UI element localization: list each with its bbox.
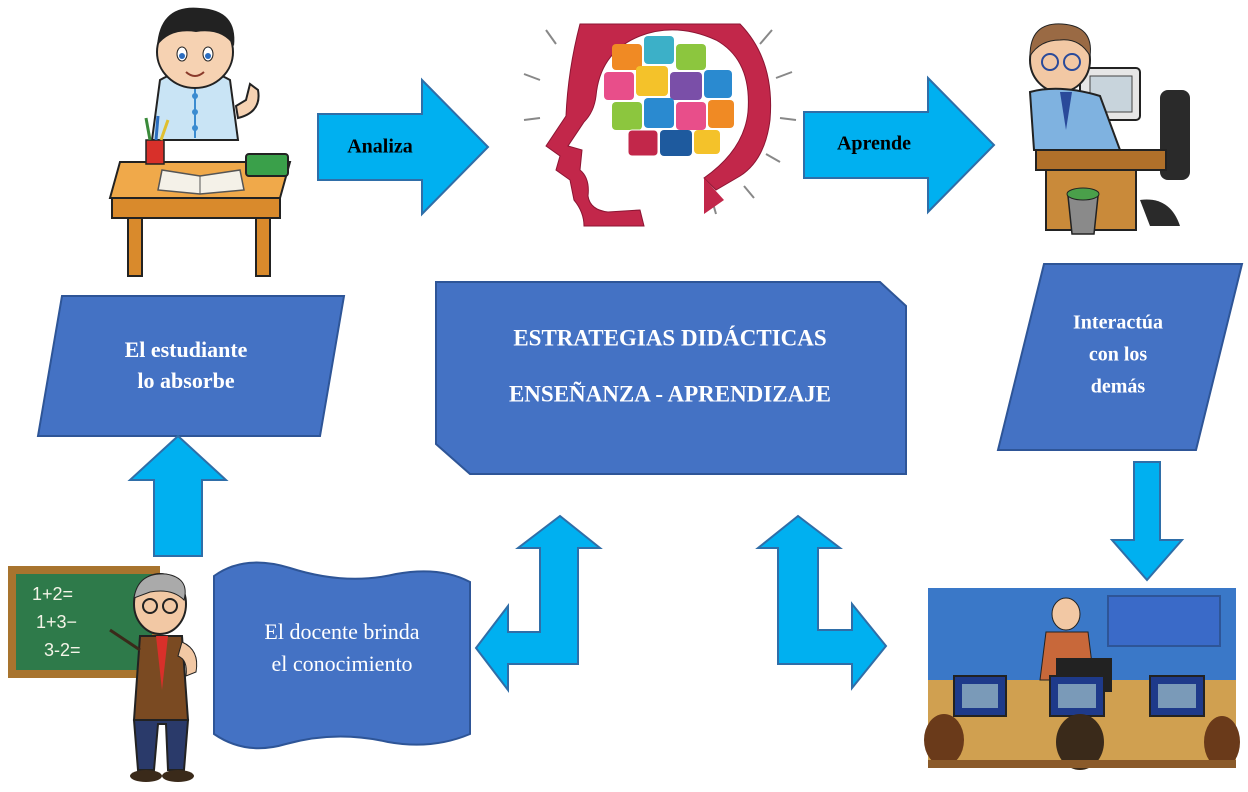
estudiante-absorbe-shape: El estudiante lo absorbe [36,295,346,437]
arrow-down-to-classroom [1109,461,1185,582]
person-at-computer-icon [1028,23,1190,235]
chalkboard-eq3: 3-2= [44,640,81,660]
teacher-chalkboard-icon: 1+2= 1+3− 3-2= [8,566,198,782]
chalkboard-eq1: 1+2= [32,584,73,604]
interactua-shape: Interactúa con los demás [996,263,1244,451]
brain-puzzle-head-icon [523,23,797,227]
estudiante-line1: El estudiante [125,337,248,362]
docente-line2: el conocimiento [271,651,412,676]
chalkboard-eq2: 1+3− [36,612,77,632]
arrow-center-to-docente [474,514,603,693]
arrow-aprende-label: Aprende [837,133,911,155]
computer-classroom-icon [924,588,1240,770]
interactua-line1: Interactúa [1073,312,1163,334]
center-strategies-shape: ESTRATEGIAS DIDÁCTICAS ENSEÑANZA - APREN… [435,281,907,475]
arrow-analiza-label: Analiza [347,136,413,158]
arrow-aprende: Aprende [803,75,996,215]
center-line2: ENSEÑANZA - APRENDIZAJE [509,381,831,406]
arrow-analiza: Analiza [317,77,490,217]
docente-brinda-shape: El docente brinda el conocimiento [213,561,471,750]
center-line1: ESTRATEGIAS DIDÁCTICAS [513,325,826,350]
arrow-up-to-estudiante [127,434,229,557]
interactua-line2: con los [1089,344,1148,366]
arrow-center-to-classroom [755,514,888,691]
docente-line1: El docente brinda [264,619,419,644]
interactua-line3: demás [1091,376,1146,398]
student-at-desk-icon [108,7,292,277]
estudiante-line2: lo absorbe [137,368,234,393]
